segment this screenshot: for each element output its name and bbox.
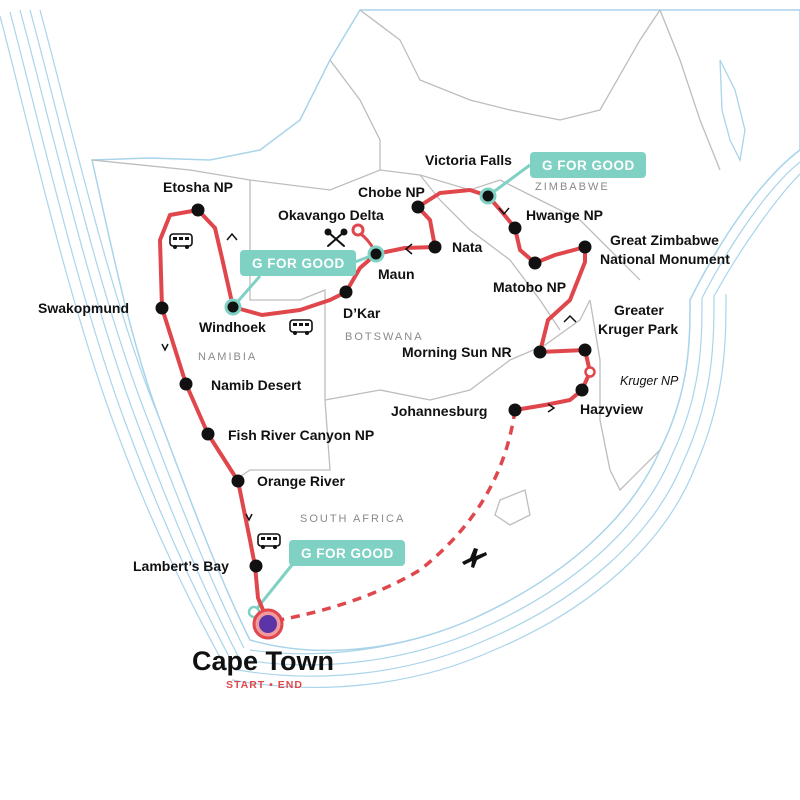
svg-text:G FOR GOOD: G FOR GOOD: [252, 256, 345, 271]
lake: [719, 59, 746, 163]
g-for-good-badge-maun: G FOR GOOD: [240, 250, 356, 276]
bus-icon: [257, 533, 281, 549]
label-great-zimbabwe-1: Great Zimbabwe: [610, 232, 719, 248]
label-morning-sun: Morning Sun NR: [402, 344, 512, 360]
label-windhoek: Windhoek: [199, 319, 266, 335]
stop-dot-hwange[interactable]: [508, 221, 522, 235]
flight-route: [267, 409, 517, 624]
country-label-south-africa: SOUTH AFRICA: [300, 513, 405, 525]
label-orange-river: Orange River: [257, 473, 345, 489]
stop-dot-morning-sun[interactable]: [533, 345, 547, 359]
bus-icon: [289, 319, 313, 335]
label-nata: Nata: [452, 239, 483, 255]
label-greater-kruger-2: Kruger Park: [598, 321, 678, 337]
stop-dot-etosha[interactable]: [191, 203, 205, 217]
kruger-np-pin[interactable]: [584, 366, 596, 378]
label-dkar: D’Kar: [343, 305, 381, 321]
stop-dot-lamberts-bay[interactable]: [249, 559, 263, 573]
country-label-botswana: BOTSWANA: [345, 331, 424, 343]
label-greater-kruger-1: Greater: [614, 302, 664, 318]
label-etosha: Etosha NP: [163, 179, 233, 195]
start-marker-inner: [259, 615, 277, 633]
stop-dot-fish-river[interactable]: [201, 427, 215, 441]
country-label-namibia: NAMIBIA: [198, 351, 257, 363]
stop-dot-orange-river[interactable]: [231, 474, 245, 488]
label-swakopmund: Swakopmund: [38, 300, 129, 316]
stop-dot-great-zimbabwe[interactable]: [578, 240, 592, 254]
label-namib: Namib Desert: [211, 377, 302, 393]
label-great-zimbabwe-2: National Monument: [600, 251, 730, 267]
label-matobo: Matobo NP: [493, 279, 566, 295]
stop-dots: [155, 200, 592, 573]
stop-dot-hazyview[interactable]: [575, 383, 589, 397]
stop-dot-johannesburg[interactable]: [508, 403, 522, 417]
stop-dot-victoria-falls[interactable]: [479, 187, 497, 205]
country-label-zimbabwe: ZIMBABWE: [535, 181, 610, 193]
bus-icon: [169, 233, 193, 249]
label-hazyview: Hazyview: [580, 401, 643, 417]
stop-dot-dkar[interactable]: [339, 285, 353, 299]
label-johannesburg: Johannesburg: [391, 403, 487, 419]
label-chobe: Chobe NP: [358, 184, 425, 200]
okavango-pin: [351, 223, 365, 237]
airplane-icon: [462, 548, 487, 568]
stop-dot-swakopmund[interactable]: [155, 301, 169, 315]
stop-dot-matobo[interactable]: [528, 256, 542, 270]
g-for-good-badge-victoria: G FOR GOOD: [530, 152, 646, 178]
label-fish-river: Fish River Canyon NP: [228, 427, 374, 443]
label-cape-town: Cape Town: [192, 646, 334, 676]
stop-dot-nata[interactable]: [428, 240, 442, 254]
svg-text:G FOR GOOD: G FOR GOOD: [542, 158, 635, 173]
label-kruger-np: Kruger NP: [620, 374, 679, 388]
stop-dot-greater-kruger[interactable]: [578, 343, 592, 357]
direction-arrows: [161, 207, 577, 522]
stop-dot-chobe[interactable]: [411, 200, 425, 214]
label-okavango: Okavango Delta: [278, 207, 384, 223]
stop-dot-windhoek[interactable]: [224, 298, 242, 316]
country-borders: [91, 9, 721, 526]
stop-dot-namib[interactable]: [179, 377, 193, 391]
stop-dot-maun[interactable]: [367, 245, 385, 263]
label-lamberts-bay: Lambert’s Bay: [133, 558, 229, 574]
canoe-paddles-icon: [324, 228, 348, 247]
label-victoria-falls: Victoria Falls: [425, 152, 512, 168]
label-maun: Maun: [378, 266, 415, 282]
g-for-good-badge-cape: G FOR GOOD: [289, 540, 405, 566]
label-hwange: Hwange NP: [526, 207, 603, 223]
svg-text:G FOR GOOD: G FOR GOOD: [301, 546, 394, 561]
label-start-end: START • END: [226, 679, 303, 691]
